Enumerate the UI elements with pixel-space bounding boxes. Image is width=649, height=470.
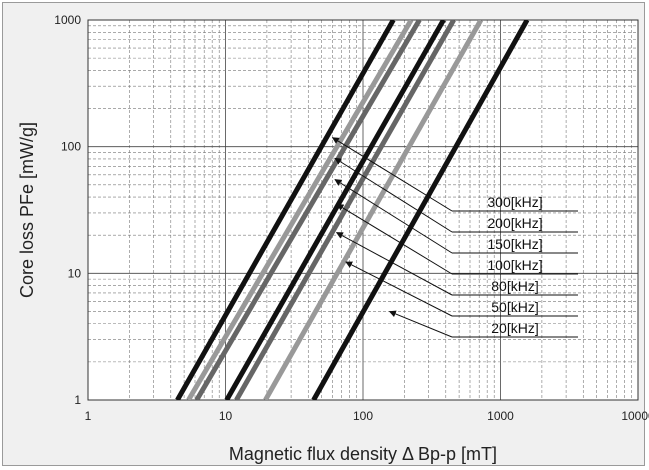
legend-label-50-khz: 50[kHz] [491,299,538,315]
tick-labels: 1 10 100 1000 10000 1 10 100 1000 [54,13,649,423]
legend-leader-arrow [331,137,453,212]
legend-leader-arrow [334,157,453,233]
series-line-20-khz [311,20,530,400]
y-axis-label: Core loss PFe [mW/g] [17,122,37,298]
legend-leader-arrow [334,179,453,254]
y-tick-label: 100 [61,140,81,154]
x-tick-label: 1 [85,409,92,423]
legend-leader-arrow [388,310,453,338]
legend-label-300-khz: 300[kHz] [487,194,542,210]
x-axis-label: Magnetic flux density Δ Bp-p [mT] [229,444,497,464]
series-line-50-khz [263,20,484,400]
legend-annotations: 300[kHz] 200[kHz] 150[kHz] 100[kHz] 80[kHz] 5… [331,137,578,338]
legend-label-200-khz: 200[kHz] [487,215,542,231]
series-line-100-khz [224,20,446,400]
series-line-200-khz [186,20,414,400]
legend-label-150-khz: 150[kHz] [487,236,542,252]
y-tick-label: 1000 [54,13,81,27]
x-tick-label: 10 [219,409,233,423]
x-tick-label: 1000 [487,409,514,423]
series-layer [175,20,530,400]
legend-label-20-khz: 20[kHz] [491,320,538,336]
legend-leader-arrow [336,203,453,275]
legend-label-80-khz: 80[kHz] [491,278,538,294]
series-line-80-khz [234,20,456,400]
x-tick-label: 10000 [621,409,649,423]
legend-leader-arrow [335,232,453,296]
x-tick-label: 100 [353,409,373,423]
legend-label-100-khz: 100[kHz] [487,257,542,273]
legend-leader-arrow [345,261,453,317]
series-line-300-khz [175,20,396,400]
series-line-150-khz [194,20,422,400]
plot-border [87,19,639,401]
y-tick-label: 10 [68,266,82,280]
y-tick-label: 1 [74,393,81,407]
